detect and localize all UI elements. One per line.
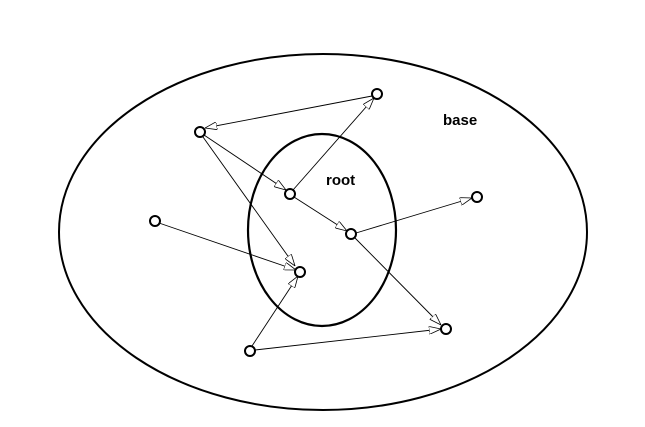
outer-ellipse-base xyxy=(58,53,588,411)
edge-arrow xyxy=(158,222,296,271)
node xyxy=(471,191,483,203)
edge-arrow xyxy=(355,198,472,234)
edge-arrow xyxy=(205,95,373,128)
node xyxy=(194,126,206,138)
nodes xyxy=(149,88,483,357)
node xyxy=(371,88,383,100)
inner-ellipse-root xyxy=(246,132,398,328)
edge-arrow xyxy=(203,134,286,190)
outer-region-label: base xyxy=(443,112,477,129)
node xyxy=(345,228,357,240)
inner-region-label: root xyxy=(326,172,355,189)
node xyxy=(440,323,452,335)
edge-arrow xyxy=(202,136,295,266)
edges xyxy=(158,95,472,351)
node xyxy=(244,345,256,357)
edge-arrow xyxy=(293,196,347,231)
node xyxy=(294,266,306,278)
node xyxy=(284,188,296,200)
edge-arrow xyxy=(354,237,441,325)
edge-arrow xyxy=(292,98,374,191)
edge-arrow xyxy=(251,276,298,347)
edge-arrow xyxy=(254,329,441,351)
node xyxy=(149,215,161,227)
